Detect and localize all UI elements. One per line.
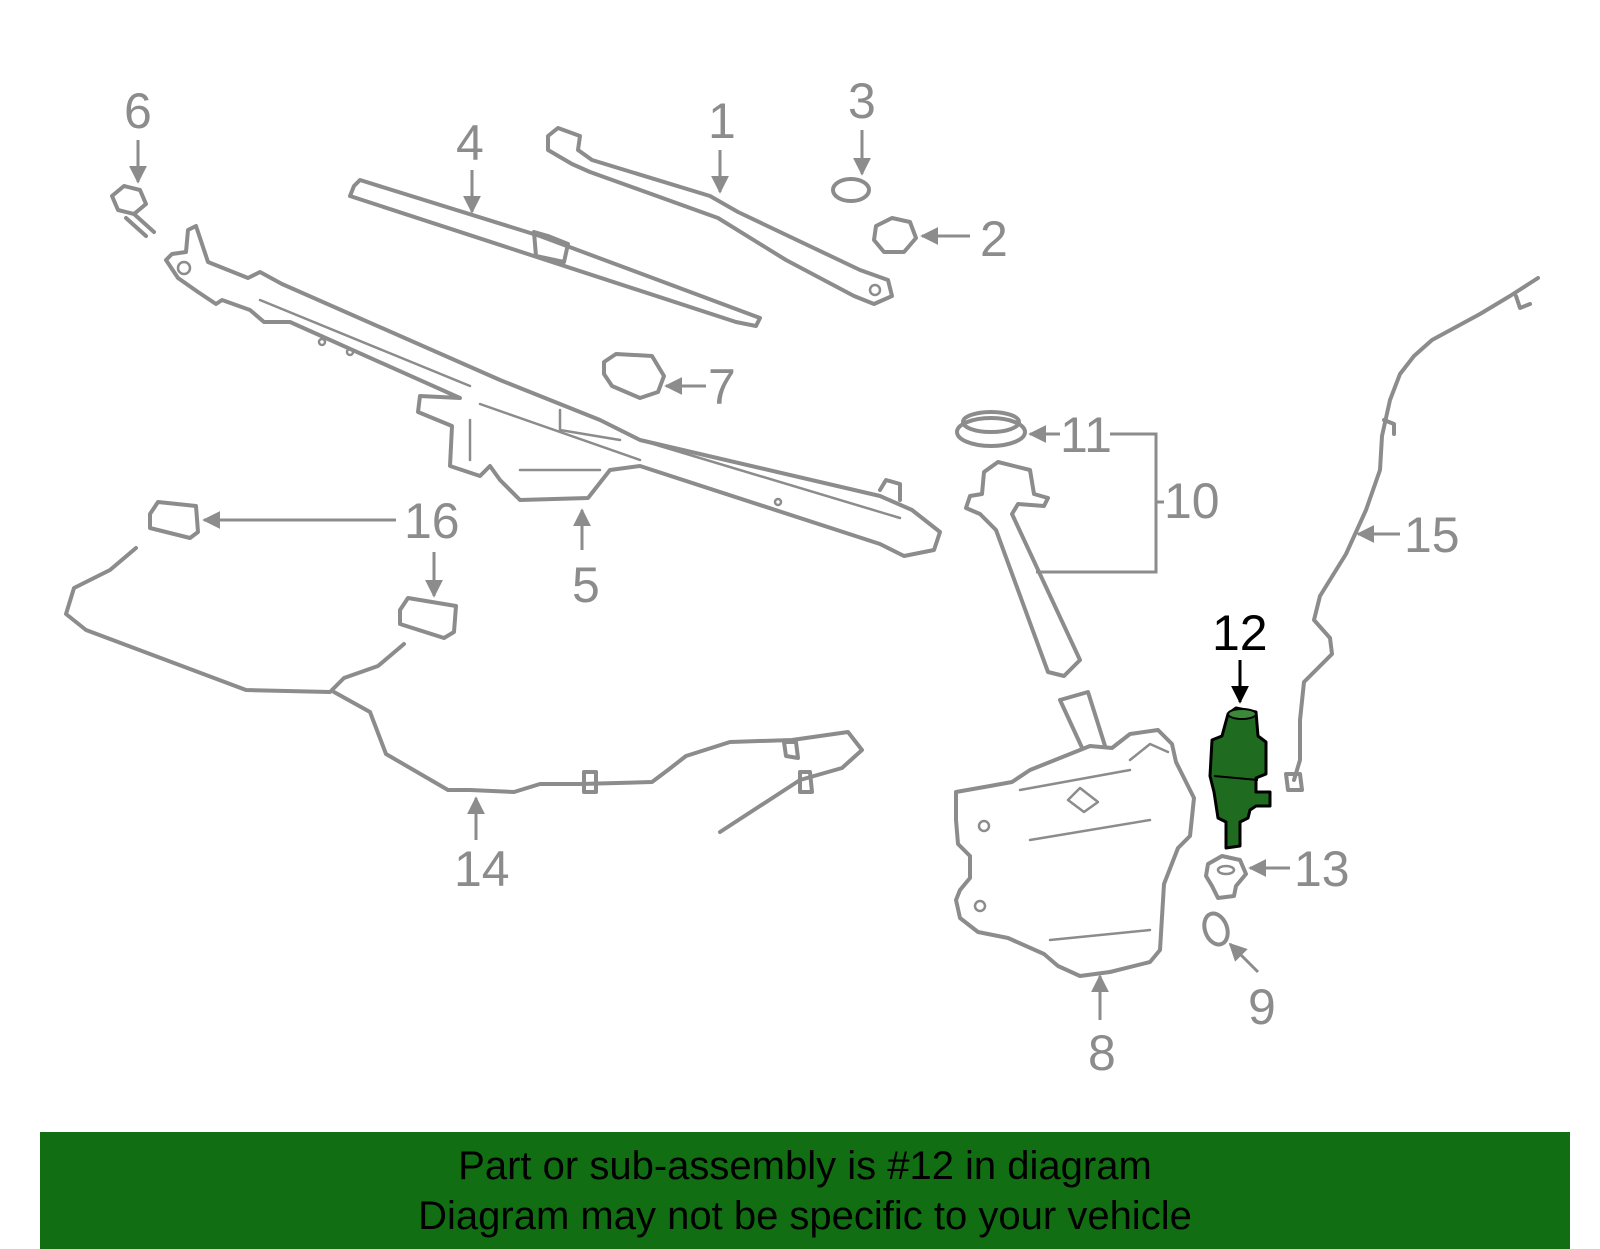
part-2-nut: [872, 216, 918, 254]
callout-14: 14: [454, 841, 510, 897]
part-6-bolt: [110, 184, 156, 238]
part-12-washer-pump: [1208, 706, 1272, 850]
callout-7: 7: [708, 359, 736, 415]
part-9-seal: [1202, 911, 1230, 947]
part-10-filler-neck: [964, 460, 1082, 678]
part-7-grommet: [602, 352, 666, 400]
callout-15: 15: [1404, 507, 1460, 563]
callout-16: 16: [404, 493, 460, 549]
banner-line-disclaimer: Diagram may not be specific to your vehi…: [418, 1194, 1192, 1238]
part-13-grommet: [1204, 854, 1248, 900]
part-1-wiper-arm: [546, 126, 894, 306]
part-3-cap: [831, 177, 871, 203]
callout-10: 10: [1164, 473, 1220, 529]
part-15-washer-hose: [1284, 276, 1540, 792]
callout-6: 6: [124, 83, 152, 139]
leader-lines: [129, 130, 1400, 1020]
callout-5: 5: [572, 557, 600, 613]
callout-4: 4: [456, 115, 484, 171]
part-8-reservoir: [954, 690, 1196, 978]
part-info-banner: Part or sub-assembly is #12 in diagram D…: [40, 1132, 1570, 1249]
callout-13: 13: [1294, 841, 1350, 897]
part-4-wiper-blade: [348, 178, 762, 328]
callout-12: 12: [1212, 605, 1268, 661]
callout-2: 2: [980, 211, 1008, 267]
part-14-washer-hose: [64, 546, 864, 834]
leader-9: [1228, 942, 1260, 974]
callout-8: 8: [1088, 1025, 1116, 1081]
callout-9: 9: [1248, 979, 1276, 1035]
banner-line-part-number: Part or sub-assembly is #12 in diagram: [458, 1144, 1152, 1188]
callout-3: 3: [848, 73, 876, 129]
part-5-wiper-linkage: [164, 224, 942, 558]
callout-1: 1: [708, 93, 736, 149]
part-11-reservoir-cap: [955, 410, 1027, 448]
part-16-clips: [148, 500, 458, 640]
callout-11: 11: [1060, 407, 1112, 463]
